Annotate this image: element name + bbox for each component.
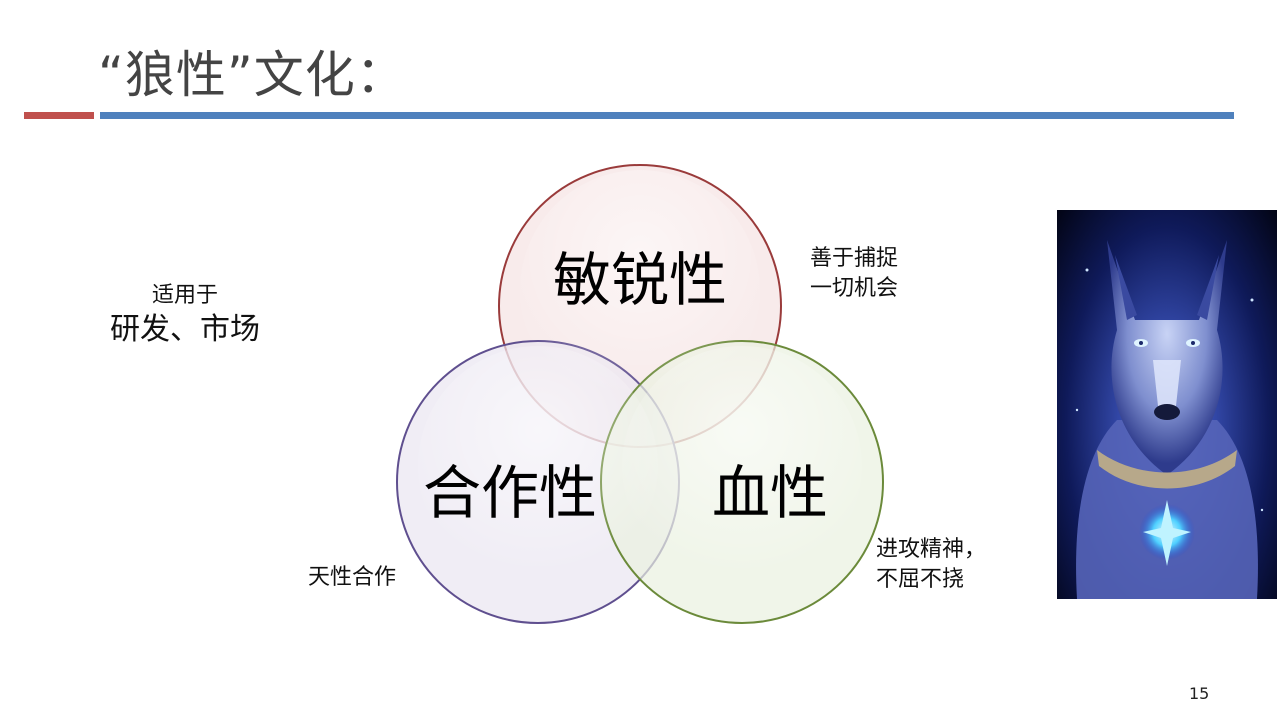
venn-label-cooperation: 合作性	[423, 459, 597, 527]
venn-diagram: 敏锐性 合作性 血性	[396, 164, 884, 624]
venn-highlight-top	[520, 170, 760, 410]
applies-to-line1: 适用于	[151, 283, 218, 308]
page-number: 15	[1189, 684, 1210, 703]
venn-label-sensitivity: 敏锐性	[553, 246, 727, 314]
title-underline-blue	[100, 112, 1234, 119]
venn-highlight-left	[418, 346, 658, 586]
title-underline-red	[24, 112, 94, 119]
venn-highlight-right	[622, 346, 862, 586]
note-sensitivity: 善于捕捉 一切机会	[810, 244, 898, 304]
applies-to-line2: 研发、市场	[110, 312, 260, 347]
note-bloodiness-line1: 进攻精神，	[876, 537, 987, 562]
note-bloodiness: 进攻精神， 不屈不挠	[876, 535, 986, 595]
venn-label-bloodiness: 血性	[712, 459, 828, 527]
note-bloodiness-line2: 不屈不挠	[876, 567, 965, 592]
note-sensitivity-line2: 一切机会	[810, 276, 899, 301]
note-cooperation-line1: 天性合作	[308, 565, 397, 590]
note-sensitivity-line1: 善于捕捉	[810, 246, 899, 271]
note-cooperation: 天性合作	[308, 563, 396, 593]
wolf-illustration-icon	[1057, 210, 1277, 599]
applies-to-note: 适用于 研发、市场	[104, 282, 266, 350]
slide-title: “狼性”文化：	[98, 46, 407, 104]
